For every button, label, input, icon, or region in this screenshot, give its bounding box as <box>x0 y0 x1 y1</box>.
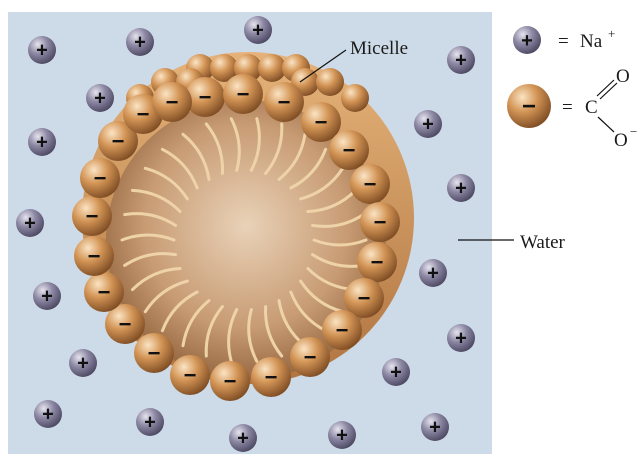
carboxylate-head-icon: − <box>80 158 120 198</box>
carboxylate-head-icon: − <box>210 361 250 401</box>
sodium-ion-icon: + <box>447 174 475 202</box>
svg-text:+: + <box>455 50 467 72</box>
legend-sodium: + = Na + <box>513 26 615 54</box>
micelle-label: Micelle <box>350 38 408 59</box>
carboxylate-head-icon: − <box>350 164 390 204</box>
carboxylate-head-icon: − <box>251 357 291 397</box>
legend-o-top-label: O <box>616 66 630 87</box>
svg-text:+: + <box>42 404 54 426</box>
carboxylate-head-icon: − <box>357 242 397 282</box>
carboxylate-head-icon: − <box>84 272 124 312</box>
sodium-ion-icon: + <box>382 358 410 386</box>
svg-text:−: − <box>343 137 356 162</box>
sodium-ion-icon: + <box>229 424 257 452</box>
sodium-ion-icon: + <box>16 209 44 237</box>
svg-text:+: + <box>422 114 434 136</box>
svg-text:+: + <box>41 286 53 308</box>
sodium-ion-icon: + <box>244 16 272 44</box>
sodium-ion-icon: + <box>33 282 61 310</box>
svg-text:−: − <box>119 311 132 336</box>
carboxylate-head-icon: − <box>152 82 192 122</box>
legend-o-bottom-label: O <box>614 130 628 151</box>
svg-text:−: − <box>315 109 328 134</box>
svg-text:+: + <box>36 132 48 154</box>
svg-text:+: + <box>429 417 441 439</box>
carboxylate-head-icon: − <box>72 196 112 236</box>
svg-text:−: − <box>522 93 536 120</box>
back-head <box>316 68 344 96</box>
plus-ion-icon: + <box>513 26 541 54</box>
sodium-ion-icon: + <box>28 128 56 156</box>
svg-text:+: + <box>237 428 249 450</box>
svg-text:−: − <box>265 364 278 389</box>
legend-single-bond <box>598 117 614 132</box>
sodium-ion-icon: + <box>414 110 442 138</box>
svg-text:−: − <box>358 285 371 310</box>
svg-text:−: − <box>137 101 150 126</box>
svg-text:−: − <box>112 128 125 153</box>
legend-equals-2: = <box>562 97 573 118</box>
svg-text:−: − <box>364 171 377 196</box>
back-head <box>341 84 369 112</box>
svg-text:−: − <box>166 89 179 114</box>
carboxylate-head-icon: − <box>322 310 362 350</box>
svg-text:+: + <box>336 425 348 447</box>
legend-na-charge: + <box>608 26 615 41</box>
sodium-ion-icon: + <box>421 413 449 441</box>
svg-text:−: − <box>304 344 317 369</box>
legend-na-label: Na <box>580 31 603 52</box>
carboxylate-head-icon: − <box>264 82 304 122</box>
svg-text:−: − <box>98 279 111 304</box>
carboxylate-head-icon: − <box>223 74 263 114</box>
sodium-ion-icon: + <box>136 408 164 436</box>
svg-text:+: + <box>252 20 264 42</box>
legend-c-label: C <box>585 97 598 118</box>
svg-text:−: − <box>94 165 107 190</box>
svg-text:−: − <box>199 84 212 109</box>
back-head <box>258 54 286 82</box>
water-label: Water <box>520 232 566 253</box>
sodium-ion-icon: + <box>328 421 356 449</box>
sodium-ion-icon: + <box>419 259 447 287</box>
svg-text:+: + <box>455 178 467 200</box>
sodium-ion-icon: + <box>86 84 114 112</box>
sodium-ion-icon: + <box>126 28 154 56</box>
svg-text:+: + <box>144 412 156 434</box>
minus-head-icon: − <box>507 84 551 128</box>
svg-text:−: − <box>278 89 291 114</box>
carboxylate-head-icon: − <box>74 236 114 276</box>
svg-text:−: − <box>224 368 237 393</box>
svg-text:−: − <box>184 362 197 387</box>
sodium-ion-icon: + <box>69 349 97 377</box>
carboxylate-head-icon: − <box>134 333 174 373</box>
svg-text:−: − <box>88 243 101 268</box>
svg-text:−: − <box>336 317 349 342</box>
svg-text:−: − <box>237 81 250 106</box>
carboxylate-head-icon: − <box>329 130 369 170</box>
carboxylate-head-icon: − <box>360 202 400 242</box>
svg-text:+: + <box>77 353 89 375</box>
svg-text:+: + <box>94 88 106 110</box>
sodium-ion-icon: + <box>447 46 475 74</box>
sodium-ion-icon: + <box>447 324 475 352</box>
legend-o-charge: − <box>630 124 637 139</box>
sodium-ion-icon: + <box>28 36 56 64</box>
carboxylate-head-icon: − <box>170 355 210 395</box>
sodium-ion-icon: + <box>34 400 62 428</box>
svg-text:−: − <box>374 209 387 234</box>
legend-carboxylate: − = C O O − <box>507 66 637 151</box>
svg-text:−: − <box>148 340 161 365</box>
svg-text:+: + <box>24 213 36 235</box>
svg-text:+: + <box>521 30 533 52</box>
svg-text:+: + <box>455 328 467 350</box>
svg-text:+: + <box>390 362 402 384</box>
legend-equals-1: = <box>558 31 569 52</box>
svg-text:−: − <box>371 249 384 274</box>
carboxylate-head-icon: − <box>290 337 330 377</box>
svg-text:+: + <box>427 263 439 285</box>
svg-text:−: − <box>86 203 99 228</box>
svg-text:+: + <box>134 32 146 54</box>
svg-text:+: + <box>36 40 48 62</box>
